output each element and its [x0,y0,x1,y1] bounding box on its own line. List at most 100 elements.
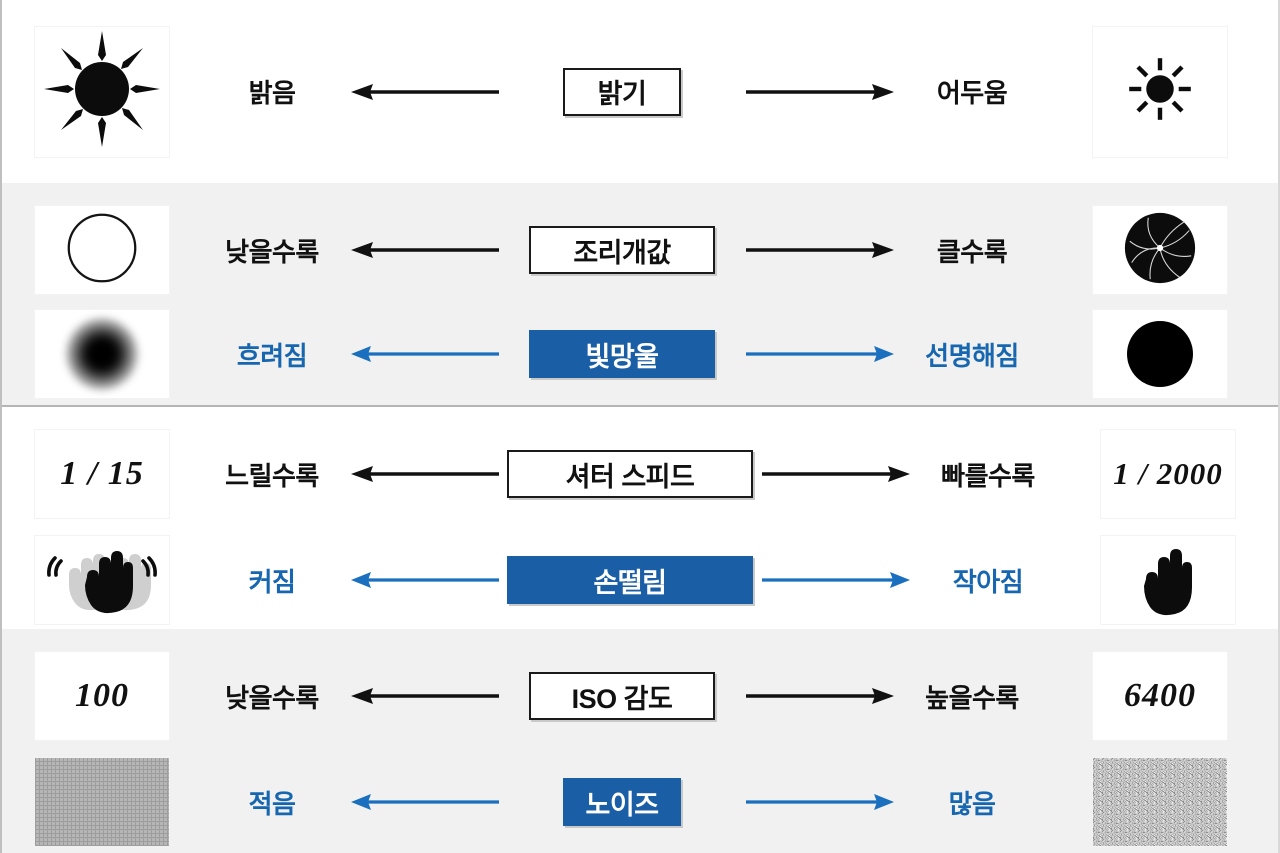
thumb-cell-right [1042,758,1278,846]
label-cell-left: 낮을수록 [202,232,342,269]
label-cell-right: 작아짐 [918,562,1058,599]
arrow-cell-right [737,791,902,813]
thumb-cell-right: 1 / 2000 [1058,430,1278,518]
right-label-aperture: 클수록 [936,236,1008,267]
label-cell-left: 느릴수록 [202,456,342,493]
label-cell-right: 클수록 [902,232,1042,269]
row-aperture-bokeh: 흐려짐 빛망울 [2,303,1278,405]
right-label-shutter: 빠를수록 [941,460,1035,491]
arrow-left-blue-icon [350,569,499,591]
right-label-brightness: 어두움 [936,78,1008,108]
right-label-iso: 높을수록 [925,682,1019,713]
arrow-cell-right [737,685,902,707]
label-cell-left: 밝음 [202,73,342,110]
label-cell-right: 높을수록 [902,678,1042,715]
left-label-brightness: 밝음 [248,78,296,108]
label-cell-right: 빠를수록 [918,456,1058,493]
left-label-noise: 적음 [248,788,296,819]
right-label-noise: 많음 [948,788,996,819]
row-brightness-main: 밝음 밝기 [2,0,1278,183]
row-shutter-shake: 커짐 손떨림 [2,529,1278,631]
chip-brightness: 밝기 [563,67,681,116]
open-aperture-icon [64,210,140,291]
center-cell: 조리개값 [507,226,737,274]
left-label-shake: 커짐 [248,566,296,597]
label-cell-left: 낮을수록 [202,678,342,715]
arrow-right-black-icon [745,239,894,261]
center-cell: 빛망울 [507,330,737,378]
arrow-right-blue-icon [761,569,910,591]
thumbnail-open-aperture [35,206,169,294]
iso-value-low: 100 [75,677,129,714]
thumb-cell-left: 1 / 15 [2,430,202,518]
center-cell: 손떨림 [507,556,753,604]
arrow-cell-right [737,239,902,261]
arrow-left-black-icon [350,463,499,485]
label-cell-left: 흐려짐 [202,336,342,373]
arrow-left-black-icon [350,685,499,707]
arrow-cell-right [737,343,902,365]
iso-value-high: 6400 [1124,677,1196,714]
chip-shutter-speed: 셔터 스피드 [507,450,753,498]
group-aperture: 낮을수록 조리개값 [2,183,1278,405]
steady-hand-icon [1138,539,1198,622]
left-label-iso: 낮을수록 [225,682,319,713]
thumbnail-iso-high: 6400 [1093,652,1227,740]
large-sun-icon [42,29,162,154]
high-noise-texture-icon [1093,758,1227,846]
left-label-bokeh: 흐려짐 [236,340,308,371]
thumbnail-small-sun [1093,26,1227,157]
thumb-cell-right [1058,536,1278,624]
chip-iso-sensitivity: ISO 감도 [529,672,715,720]
thumb-cell-right [1042,26,1278,157]
arrow-cell-right [753,463,918,485]
chip-noise: 노이즈 [563,778,681,826]
thumb-cell-left [2,206,202,294]
thumb-cell-right [1042,206,1278,294]
blurred-dot-icon [66,318,138,390]
center-cell: ISO 감도 [507,672,737,720]
label-cell-right: 선명해짐 [902,336,1042,373]
arrow-cell-left [342,569,507,591]
thumbnail-iso-low: 100 [35,652,169,740]
label-cell-right: 어두움 [902,73,1042,110]
arrow-cell-right [753,569,918,591]
left-label-aperture: 낮을수록 [225,236,319,267]
arrow-right-black-icon [761,463,910,485]
thumb-cell-left [2,536,202,624]
small-sun-icon [1127,56,1193,127]
row-iso-main: 100 낮을수록 ISO 감도 [2,629,1278,751]
center-cell: 밝기 [507,67,737,116]
right-label-shake: 작아짐 [952,566,1024,597]
row-shutter-main: 1 / 15 느릴수록 셔터 스피드 [2,407,1278,529]
chip-hand-shake: 손떨림 [507,556,753,604]
center-cell: 셔터 스피드 [507,450,753,498]
thumb-cell-left [2,26,202,157]
shutter-value-fast: 1 / 2000 [1113,456,1223,491]
arrow-left-black-icon [350,239,499,261]
sharp-dot-icon [1127,321,1193,387]
arrow-cell-left [342,343,507,365]
thumbnail-steady-hand [1101,536,1235,624]
label-cell-left: 적음 [202,784,342,821]
thumbnail-shutter-fast: 1 / 2000 [1101,430,1235,518]
chip-bokeh: 빛망울 [529,330,715,378]
thumbnail-shutter-slow: 1 / 15 [35,430,169,518]
thumbnail-closed-aperture [1093,206,1227,294]
arrow-left-blue-icon [350,343,499,365]
arrow-left-blue-icon [350,791,499,813]
low-noise-texture-icon [35,758,169,846]
arrow-right-black-icon [745,81,894,103]
shutter-value-slow: 1 / 15 [60,455,144,492]
arrow-left-black-icon [350,81,499,103]
row-iso-noise: 적음 노이즈 [2,751,1278,853]
shaking-hand-icon [47,539,157,622]
thumbnail-low-noise [35,758,169,846]
label-cell-right: 많음 [902,784,1042,821]
arrow-right-blue-icon [745,343,894,365]
left-label-shutter: 느릴수록 [225,460,319,491]
thumb-cell-left [2,758,202,846]
center-cell: 노이즈 [507,778,737,826]
arrow-cell-right [737,81,902,103]
